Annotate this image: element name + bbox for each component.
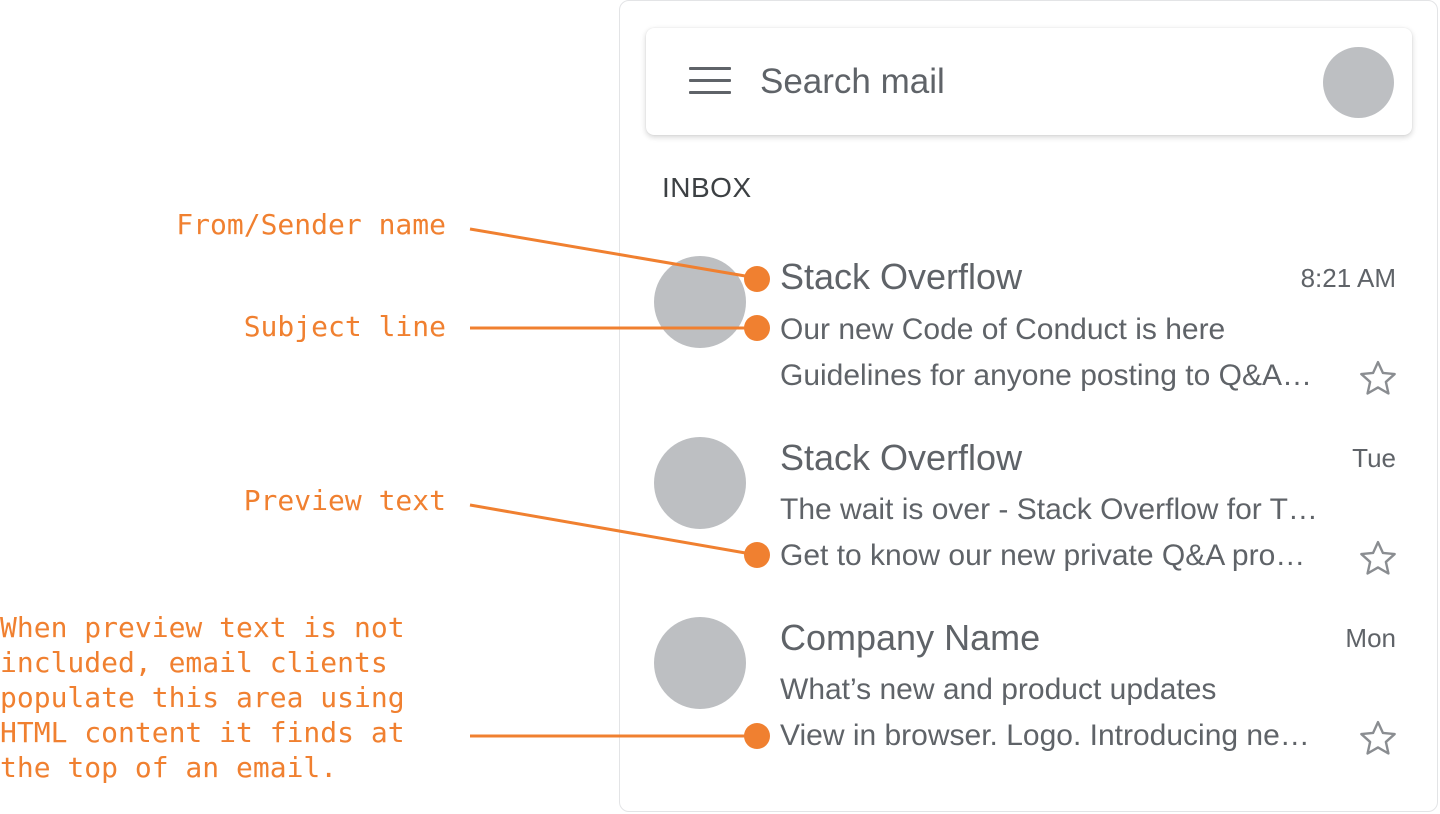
email-sender: Company Name [780, 617, 1041, 658]
subject-marker-dot [744, 315, 770, 341]
preview-marker-dot [744, 542, 770, 568]
star-icon[interactable] [1356, 537, 1400, 581]
note-line: included, email clients [0, 646, 388, 679]
inbox-heading: INBOX [662, 172, 752, 203]
sender-leader-line [469, 227, 758, 280]
subject-annotation: Subject line [243, 310, 446, 343]
email-subject: What’s new and product updates [780, 673, 1217, 706]
note-marker-dot [744, 723, 770, 749]
avatar [654, 256, 746, 348]
star-icon[interactable] [1356, 357, 1400, 401]
note-line: When preview text is not [0, 611, 405, 644]
avatar [654, 617, 746, 709]
hamburger-menu-icon[interactable] [689, 67, 731, 97]
email-time: 8:21 AM [1300, 263, 1396, 293]
email-preview: Get to know our new private Q&A pro… [780, 539, 1306, 572]
preview-leader-line [469, 503, 758, 557]
email-time: Mon [1345, 623, 1396, 653]
search-bar[interactable] [646, 28, 1412, 135]
search-input[interactable]: Search mail [760, 62, 945, 101]
email-sender: Stack Overflow [780, 256, 1023, 297]
sender-marker-dot [744, 266, 770, 292]
note-line: populate this area using [0, 681, 405, 714]
email-preview: View in browser. Logo. Introducing ne… [780, 719, 1310, 752]
email-sender: Stack Overflow [780, 437, 1023, 478]
avatar [654, 437, 746, 529]
preview-fallback-note: When preview text is not included, email… [0, 610, 450, 785]
email-time: Tue [1352, 443, 1396, 473]
note-line: HTML content it finds at [0, 716, 405, 749]
email-subject: The wait is over - Stack Overflow for T… [780, 493, 1318, 526]
email-preview: Guidelines for anyone posting to Q&A… [780, 359, 1312, 392]
star-icon[interactable] [1356, 717, 1400, 761]
preview-annotation: Preview text [243, 484, 446, 517]
sender-annotation: From/Sender name [176, 208, 446, 241]
note-line: the top of an email. [0, 751, 338, 784]
inbox-panel [619, 0, 1438, 812]
profile-avatar[interactable] [1323, 47, 1394, 118]
email-subject: Our new Code of Conduct is here [780, 313, 1226, 346]
